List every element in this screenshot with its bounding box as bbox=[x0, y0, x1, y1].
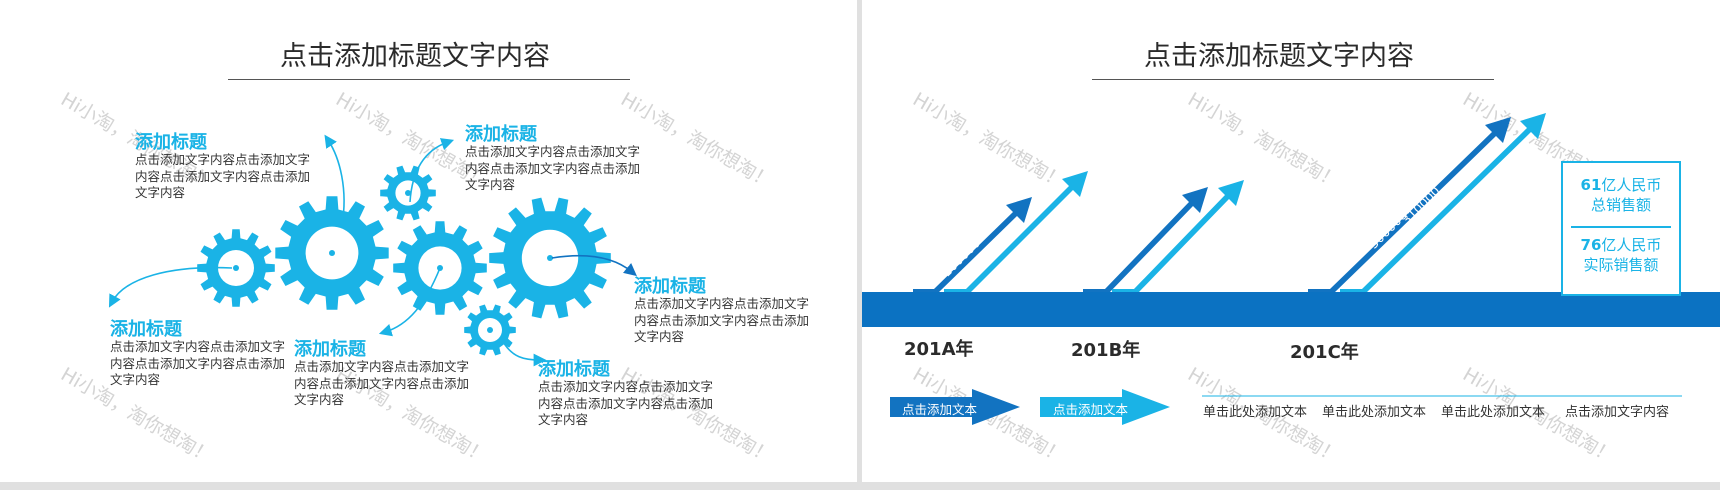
connector-arrow bbox=[108, 266, 233, 308]
timeline-graphic bbox=[862, 113, 1720, 425]
growth-arrow bbox=[1340, 113, 1546, 293]
item-heading[interactable]: 添加标题 bbox=[538, 359, 610, 380]
bottom-text[interactable]: 点击添加文字内容 bbox=[1565, 405, 1670, 420]
gear-hub bbox=[487, 327, 493, 333]
connector-arrow bbox=[501, 339, 547, 367]
item-heading[interactable]: 添加标题 bbox=[110, 319, 182, 340]
gear-hub bbox=[547, 255, 553, 261]
title-underline bbox=[1092, 79, 1494, 80]
legend-arrow bbox=[890, 389, 1020, 425]
growth-arrow bbox=[1083, 187, 1208, 293]
gear-hub bbox=[405, 190, 411, 196]
year-label[interactable]: 201C年 bbox=[1290, 342, 1359, 363]
stat-label: 总销售额 bbox=[1590, 196, 1651, 214]
item-body[interactable]: 点击添加文字内容点击添加文字内容点击添加文字内容点击添加文字内容 bbox=[538, 379, 714, 427]
legend-arrow bbox=[1040, 389, 1170, 425]
bottom-text[interactable]: 单击此处添加文本 bbox=[1441, 405, 1546, 420]
legend-label[interactable]: 点击添加文本 bbox=[902, 402, 978, 417]
item-heading[interactable]: 添加标题 bbox=[135, 132, 207, 153]
connector-arrow bbox=[324, 134, 345, 226]
item-body[interactable]: 点击添加文字内容点击添加文字内容点击添加文字内容点击添加文字内容 bbox=[634, 296, 810, 344]
slide-sales-timeline: Hi小淘，淘你想淘！ Hi小淘，淘你想淘！ Hi小淘，淘你想淘！ Hi小淘，淘你… bbox=[862, 0, 1720, 482]
item-heading[interactable]: 添加标题 bbox=[465, 124, 537, 145]
title-underline bbox=[228, 79, 630, 80]
item-body[interactable]: 点击添加文字内容点击添加文字内容点击添加文字内容点击添加文字内容 bbox=[294, 359, 470, 407]
gear-hub bbox=[233, 265, 239, 271]
timeline-band bbox=[862, 292, 1720, 327]
growth-arrow bbox=[944, 171, 1088, 293]
gear-graphic bbox=[108, 134, 637, 367]
stat-number: 76 bbox=[1580, 236, 1602, 254]
item-heading[interactable]: 添加标题 bbox=[634, 276, 706, 297]
stat-label: 实际销售额 bbox=[1583, 256, 1659, 274]
stat-number: 61 bbox=[1580, 176, 1602, 194]
connector-arrow bbox=[409, 138, 455, 203]
sales-stat-box[interactable]: 61亿人民币 总销售额 76亿人民币 实际销售额 bbox=[1561, 161, 1681, 296]
item-body[interactable]: 点击添加文字内容点击添加文字内容点击添加文字内容点击添加文字内容 bbox=[135, 152, 311, 200]
item-body[interactable]: 点击添加文字内容点击添加文字内容点击添加文字内容点击添加文字内容 bbox=[110, 339, 286, 387]
stat-unit: 亿人民币 bbox=[1601, 176, 1662, 194]
stat-actual: 76亿人民币 实际销售额 bbox=[1563, 235, 1679, 275]
gear-hub bbox=[329, 250, 335, 256]
stat-total: 61亿人民币 总销售额 bbox=[1563, 175, 1679, 215]
stat-divider bbox=[1571, 226, 1671, 228]
slide-title[interactable]: 点击添加标题文字内容 bbox=[1144, 41, 1414, 72]
item-heading[interactable]: 添加标题 bbox=[294, 339, 366, 360]
connector-arrow bbox=[551, 254, 637, 277]
growth-arrows bbox=[913, 113, 1546, 293]
bottom-text[interactable]: 单击此处添加文本 bbox=[1322, 405, 1427, 420]
growth-arrow bbox=[1308, 117, 1511, 293]
slide-gears: Hi小淘，淘你想淘！ Hi小淘，淘你想淘！ Hi小淘，淘你想淘！ Hi小淘，淘你… bbox=[0, 0, 857, 482]
connector-arrow bbox=[378, 267, 441, 337]
year-label[interactable]: 201B年 bbox=[1071, 340, 1141, 361]
growth-arrow bbox=[1112, 180, 1244, 293]
legend-label[interactable]: 点击添加文本 bbox=[1053, 402, 1129, 417]
item-body[interactable]: 点击添加文字内容点击添加文字内容点击添加文字内容点击添加文字内容 bbox=[465, 144, 641, 192]
bottom-text[interactable]: 单击此处添加文本 bbox=[1203, 405, 1308, 420]
growth-arrow bbox=[913, 197, 1032, 293]
year-label[interactable]: 201A年 bbox=[904, 339, 974, 360]
stat-unit: 亿人民币 bbox=[1601, 236, 1662, 254]
slide-title[interactable]: 点击添加标题文字内容 bbox=[280, 41, 550, 72]
